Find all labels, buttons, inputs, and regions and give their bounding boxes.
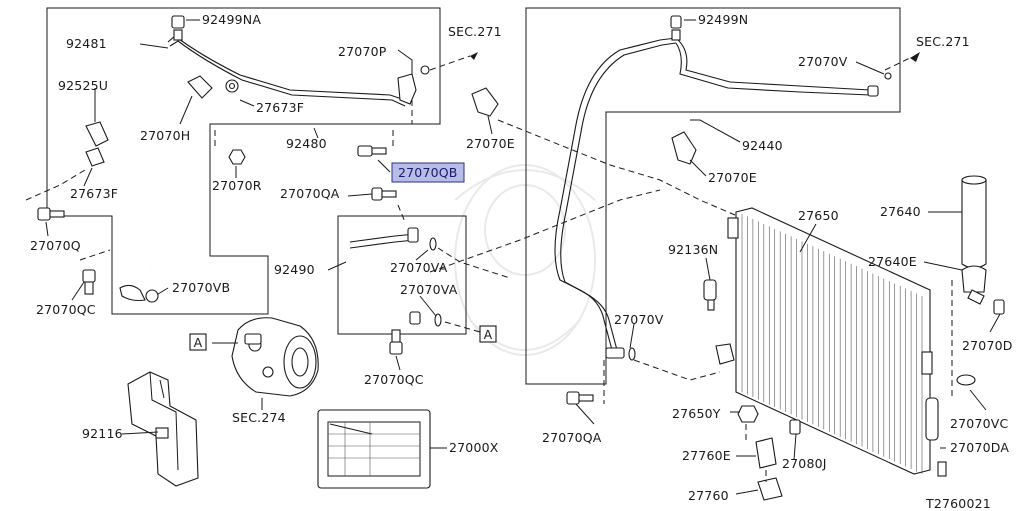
label-92481: 92481	[66, 36, 107, 51]
label-27760E: 27760E	[682, 448, 731, 463]
highlight-27070QB	[391, 162, 465, 183]
reference-marker-a-left: A	[189, 333, 207, 351]
label-27070VB: 27070VB	[172, 280, 230, 295]
label-27070VA-a: 27070VA	[390, 260, 448, 275]
label-27070QA-a: 27070QA	[280, 186, 340, 201]
label-92525U: 92525U	[58, 78, 108, 93]
label-27070E-b: 27070E	[708, 170, 757, 185]
svg-text:A: A	[194, 335, 203, 350]
label-27640: 27640	[880, 204, 921, 219]
label-27673F-b: 27673F	[70, 186, 118, 201]
label-27673F-a: 27673F	[256, 100, 304, 115]
label-27070DA: 27070DA	[950, 440, 1009, 455]
label-27650Y: 27650Y	[672, 406, 721, 421]
label-27070VA-b: 27070VA	[400, 282, 458, 297]
right-pipe-group	[429, 7, 920, 405]
label-27070QB: 27070QB	[398, 165, 458, 180]
label-27070QC-a: 27070QC	[36, 302, 96, 317]
label-27070P: 27070P	[338, 44, 387, 59]
label-27650: 27650	[798, 208, 839, 223]
label-27070E-a: 27070E	[466, 136, 515, 151]
drawing-code: T2760021	[925, 496, 991, 511]
label-92116: 92116	[82, 426, 123, 441]
receiver-dryer	[951, 175, 1005, 400]
label-27070QA-b: 27070QA	[542, 430, 602, 445]
label-27070VC: 27070VC	[950, 416, 1009, 431]
label-plate	[317, 409, 447, 489]
lower-right-small-parts	[737, 405, 947, 501]
hose-92490-group	[337, 187, 511, 355]
label-27070QC-b: 27070QC	[364, 372, 424, 387]
label-92490: 92490	[274, 262, 315, 277]
label-27000X: 27000X	[449, 440, 499, 455]
label-27640E: 27640E	[868, 254, 917, 269]
label-92440: 92440	[742, 138, 783, 153]
label-sec274: SEC.274	[232, 410, 286, 425]
label-92499N: 92499N	[698, 12, 748, 27]
left-hose-group	[25, 7, 478, 315]
watermark-emblem	[454, 164, 596, 356]
label-92136N: 92136N	[668, 242, 718, 257]
label-sec271-right: SEC.271	[916, 34, 970, 49]
label-27070H: 27070H	[140, 128, 190, 143]
label-92480: 92480	[286, 136, 327, 151]
svg-text:A: A	[484, 327, 493, 342]
label-27070Q: 27070Q	[30, 238, 81, 253]
label-27070D: 27070D	[962, 338, 1013, 353]
label-92499NA: 92499NA	[202, 12, 261, 27]
leader-lines	[45, 19, 1001, 495]
reference-marker-a-right: A	[479, 325, 497, 343]
condenser-fins	[741, 214, 923, 474]
label-27070V-b: 27070V	[614, 312, 664, 327]
label-27080J: 27080J	[782, 456, 827, 471]
label-sec271-left: SEC.271	[448, 24, 502, 39]
condenser-27650	[703, 207, 939, 475]
compressor	[212, 317, 319, 410]
label-27070V-a: 27070V	[798, 54, 848, 69]
label-27760: 27760	[688, 488, 729, 503]
part-labels: 92499NA SEC.271 92481 27070P 92525U 2767…	[30, 12, 1013, 511]
bracket-92116	[127, 371, 199, 487]
label-27070R: 27070R	[212, 178, 262, 193]
